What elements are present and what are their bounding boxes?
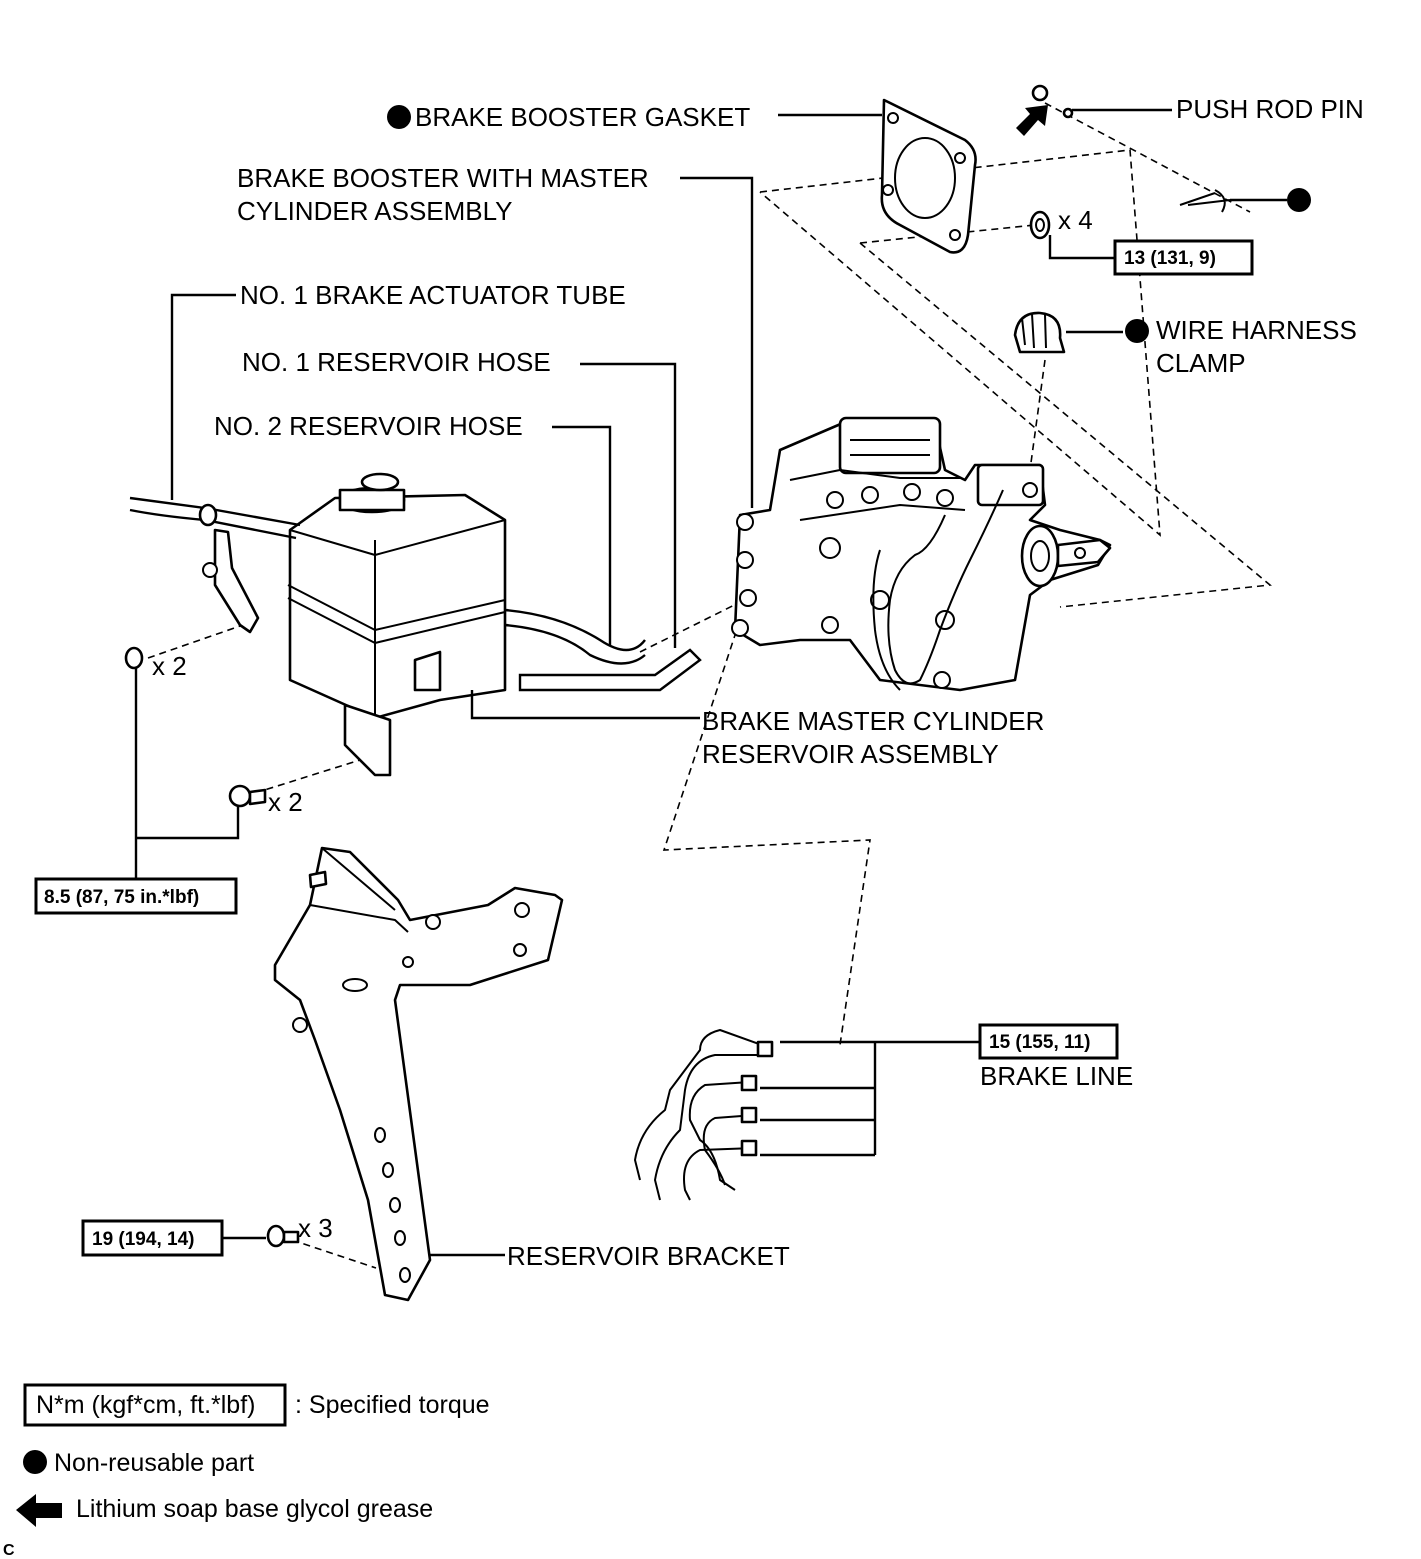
non-reusable-markers [387, 105, 1311, 343]
reservoir-bracket-part [273, 846, 564, 1302]
non-reusable-icon [387, 105, 411, 129]
legend: N*m (kgf*cm, ft.*lbf) : Specified torque… [3, 1383, 490, 1559]
torque-brake-line: 15 (155, 11) [989, 1032, 1090, 1053]
brake-line-parts [634, 1029, 774, 1201]
torque-reservoir-mount: 8.5 (87, 75 in.*lbf) [44, 887, 199, 908]
non-reusable-icon [1287, 188, 1311, 212]
torque-box-bracket-bolts: 19 (194, 14) [81, 1219, 224, 1257]
actuator-tube-bracket-part [202, 528, 260, 634]
push-rod-pin-part [1031, 84, 1231, 213]
legend-torque-text: : Specified torque [295, 1391, 490, 1419]
qty-tube-bracket-nuts: x 2 [152, 651, 187, 681]
non-reusable-icon [1125, 319, 1149, 343]
leader-lines [134, 108, 1287, 1257]
torque-box-reservoir-mount: 8.5 (87, 75 in.*lbf) [34, 877, 238, 915]
torque-box-brake-line: 15 (155, 11) [978, 1023, 1119, 1060]
brake-booster-assembly-part [731, 416, 1112, 692]
reservoir-assembly-part [287, 472, 507, 777]
reservoir-hose-parts [129, 496, 702, 692]
grease-arrow-icon [1016, 105, 1048, 136]
label-reservoir-hose-1: NO. 1 RESERVOIR HOSE [242, 347, 551, 377]
booster-nut-part [1029, 210, 1051, 240]
brake-booster-gasket-part [880, 98, 977, 254]
fastener-parts [124, 646, 300, 1248]
qty-reservoir-bolts: x 2 [268, 787, 303, 817]
torque-bracket-bolts: 19 (194, 14) [92, 1229, 194, 1250]
label-booster-assembly-line1: BRAKE BOOSTER WITH MASTER [237, 163, 649, 193]
qty-booster-nuts: x 4 [1058, 205, 1093, 235]
label-reservoir-hose-2: NO. 2 RESERVOIR HOSE [214, 411, 523, 441]
legend-grease-arrow-icon [16, 1494, 62, 1527]
legend-torque-box-text: N*m (kgf*cm, ft.*lbf) [36, 1391, 255, 1419]
label-reservoir-assembly-line2: RESERVOIR ASSEMBLY [702, 739, 999, 769]
label-reservoir-bracket: RESERVOIR BRACKET [507, 1241, 790, 1271]
label-actuator-tube: NO. 1 BRAKE ACTUATOR TUBE [240, 280, 626, 310]
legend-grease-text: Lithium soap base glycol grease [76, 1495, 433, 1523]
torque-booster-nuts: 13 (131, 9) [1124, 248, 1216, 269]
label-reservoir-assembly-line1: BRAKE MASTER CYLINDER [702, 706, 1044, 736]
label-brake-booster-gasket: BRAKE BOOSTER GASKET [415, 102, 750, 132]
wire-harness-clamp-part [1013, 311, 1066, 354]
label-brake-line: BRAKE LINE [980, 1061, 1133, 1091]
torque-box-booster-nuts: 13 (131, 9) [1113, 239, 1254, 276]
qty-bracket-bolts: x 3 [298, 1213, 333, 1243]
label-push-rod-pin: PUSH ROD PIN [1176, 94, 1364, 124]
label-wire-harness-line1: WIRE HARNESS [1156, 315, 1357, 345]
label-wire-harness-line2: CLAMP [1156, 348, 1246, 378]
legend-non-reusable-icon [23, 1450, 47, 1474]
corner-code: C [3, 1542, 15, 1559]
label-booster-assembly-line2: CYLINDER ASSEMBLY [237, 196, 513, 226]
legend-non-reusable-text: Non-reusable part [54, 1449, 254, 1477]
